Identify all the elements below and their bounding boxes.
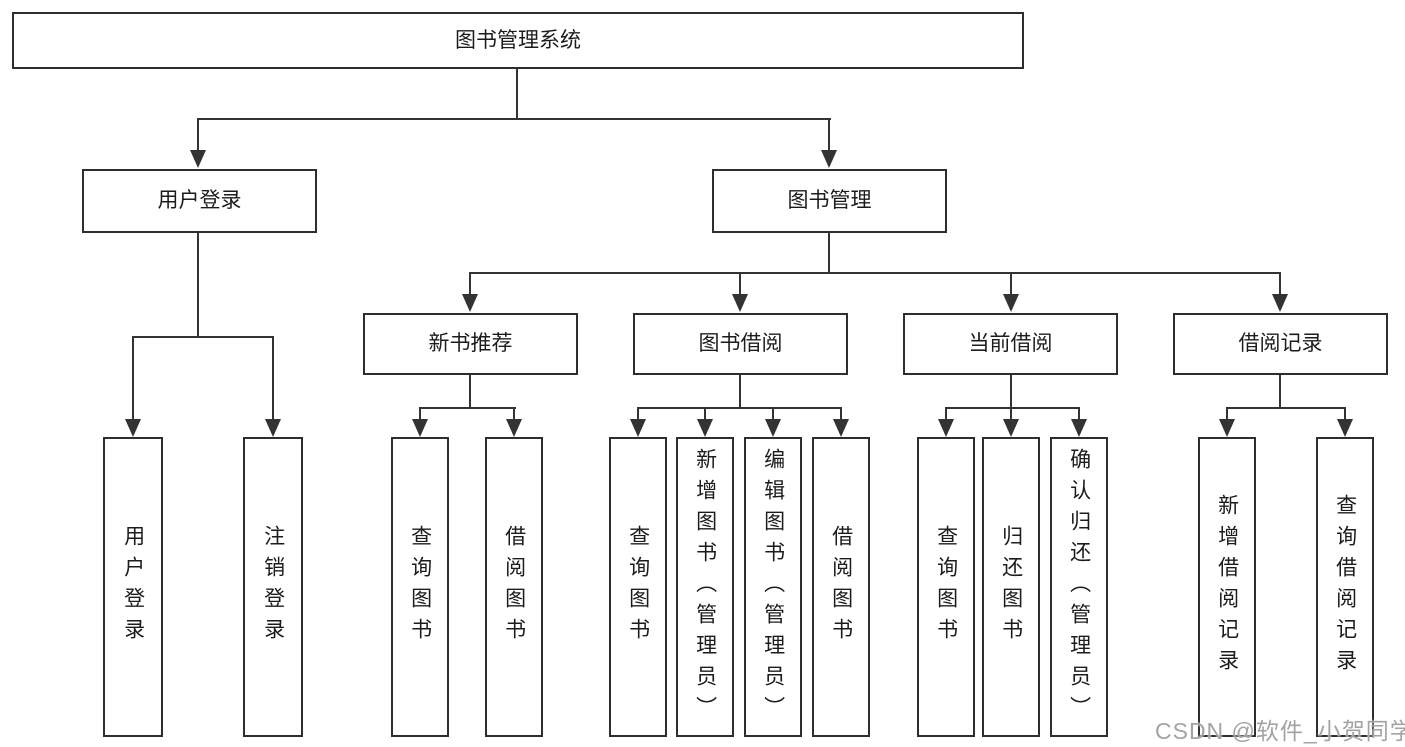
node-book-management: 图书管理 — [712, 169, 947, 233]
leaf-label: 查询图书 — [626, 525, 650, 649]
arrow-down-icon — [1272, 294, 1288, 312]
node-borrow-records: 借阅记录 — [1173, 313, 1388, 375]
connector-line — [419, 407, 421, 421]
leaf-label: 确认归还（管理员） — [1067, 447, 1091, 727]
connector-line — [637, 407, 842, 409]
leaf-label: 查询图书 — [408, 525, 432, 649]
arrow-down-icon — [938, 419, 954, 437]
arrow-down-icon — [412, 419, 428, 437]
connector-line — [637, 407, 639, 421]
connector-line — [469, 272, 471, 296]
node-label: 新书推荐 — [428, 332, 513, 356]
leaf-query-books-recommend: 查询图书 — [391, 437, 449, 737]
leaf-add-borrow-record: 新增借阅记录 — [1198, 437, 1256, 737]
connector-line — [945, 407, 947, 421]
arrow-down-icon — [506, 419, 522, 437]
node-user-login: 用户登录 — [82, 169, 317, 233]
connector-line — [739, 375, 741, 409]
connector-line — [1279, 272, 1281, 296]
leaf-label: 查询借阅记录 — [1333, 494, 1357, 680]
leaf-borrow-books: 借阅图书 — [812, 437, 870, 737]
node-current-borrow: 当前借阅 — [903, 313, 1118, 375]
leaf-borrow-books-recommend: 借阅图书 — [485, 437, 543, 737]
arrow-down-icon — [190, 150, 206, 168]
arrow-down-icon — [732, 294, 748, 312]
connector-line — [828, 233, 830, 274]
node-label: 当前借阅 — [968, 332, 1053, 356]
connector-line — [772, 407, 774, 421]
leaf-label: 借阅图书 — [502, 525, 526, 649]
leaf-label: 新增借阅记录 — [1215, 494, 1239, 680]
arrow-down-icon — [1219, 419, 1235, 437]
node-new-book-recommend: 新书推荐 — [363, 313, 578, 375]
leaf-add-book-admin: 新增图书（管理员） — [676, 437, 734, 737]
node-label: 借阅记录 — [1238, 332, 1323, 356]
leaf-label: 归还图书 — [999, 525, 1023, 649]
arrow-down-icon — [1003, 294, 1019, 312]
connector-line — [840, 407, 842, 421]
node-label: 图书借阅 — [698, 332, 783, 356]
leaf-query-borrow-record: 查询借阅记录 — [1316, 437, 1374, 737]
connector-line — [132, 336, 274, 338]
leaf-query-books-borrow: 查询图书 — [609, 437, 667, 737]
connector-line — [197, 118, 831, 120]
node-root-label: 图书管理系统 — [455, 28, 581, 52]
connector-line — [197, 118, 199, 151]
arrow-down-icon — [462, 294, 478, 312]
connector-line — [1078, 407, 1080, 421]
arrow-down-icon — [697, 419, 713, 437]
leaf-label: 注销登录 — [261, 525, 285, 649]
connector-line — [272, 336, 274, 420]
connector-line — [1010, 407, 1012, 421]
connector-line — [1010, 272, 1012, 296]
connector-line — [945, 407, 1080, 409]
arrow-down-icon — [1003, 419, 1019, 437]
connector-line — [1344, 407, 1346, 421]
leaf-label: 新增图书（管理员） — [693, 447, 717, 727]
node-book-borrow: 图书借阅 — [633, 313, 848, 375]
connector-line — [516, 69, 518, 119]
connector-line — [828, 118, 830, 151]
connector-line — [1010, 375, 1012, 409]
connector-line — [1226, 407, 1346, 409]
leaf-label: 查询图书 — [934, 525, 958, 649]
connector-line — [704, 407, 706, 421]
leaf-label: 用户登录 — [121, 525, 145, 649]
connector-line — [132, 336, 134, 420]
connector-line — [469, 375, 471, 409]
node-root: 图书管理系统 — [12, 12, 1024, 69]
leaf-label: 借阅图书 — [829, 525, 853, 649]
arrow-down-icon — [630, 419, 646, 437]
arrow-down-icon — [265, 419, 281, 437]
connector-line — [513, 407, 515, 421]
arrow-down-icon — [125, 419, 141, 437]
node-label: 图书管理 — [787, 189, 872, 213]
leaf-query-books-current: 查询图书 — [917, 437, 975, 737]
connector-line — [469, 272, 1281, 274]
watermark-text: CSDN @软件_小贺同学 — [1155, 718, 1405, 744]
connector-line — [419, 407, 516, 409]
leaf-edit-book-admin: 编辑图书（管理员） — [744, 437, 802, 737]
leaf-confirm-return-admin: 确认归还（管理员） — [1050, 437, 1108, 737]
leaf-user-login: 用户登录 — [103, 437, 163, 737]
leaf-label: 编辑图书（管理员） — [761, 447, 785, 727]
arrow-down-icon — [1337, 419, 1353, 437]
connector-line — [1226, 407, 1228, 421]
connector-line — [1279, 375, 1281, 409]
arrow-down-icon — [821, 150, 837, 168]
leaf-return-book: 归还图书 — [982, 437, 1040, 737]
leaf-logout: 注销登录 — [243, 437, 303, 737]
arrow-down-icon — [1071, 419, 1087, 437]
arrow-down-icon — [765, 419, 781, 437]
connector-line — [197, 233, 199, 337]
node-label: 用户登录 — [157, 189, 242, 213]
connector-line — [739, 272, 741, 296]
arrow-down-icon — [833, 419, 849, 437]
